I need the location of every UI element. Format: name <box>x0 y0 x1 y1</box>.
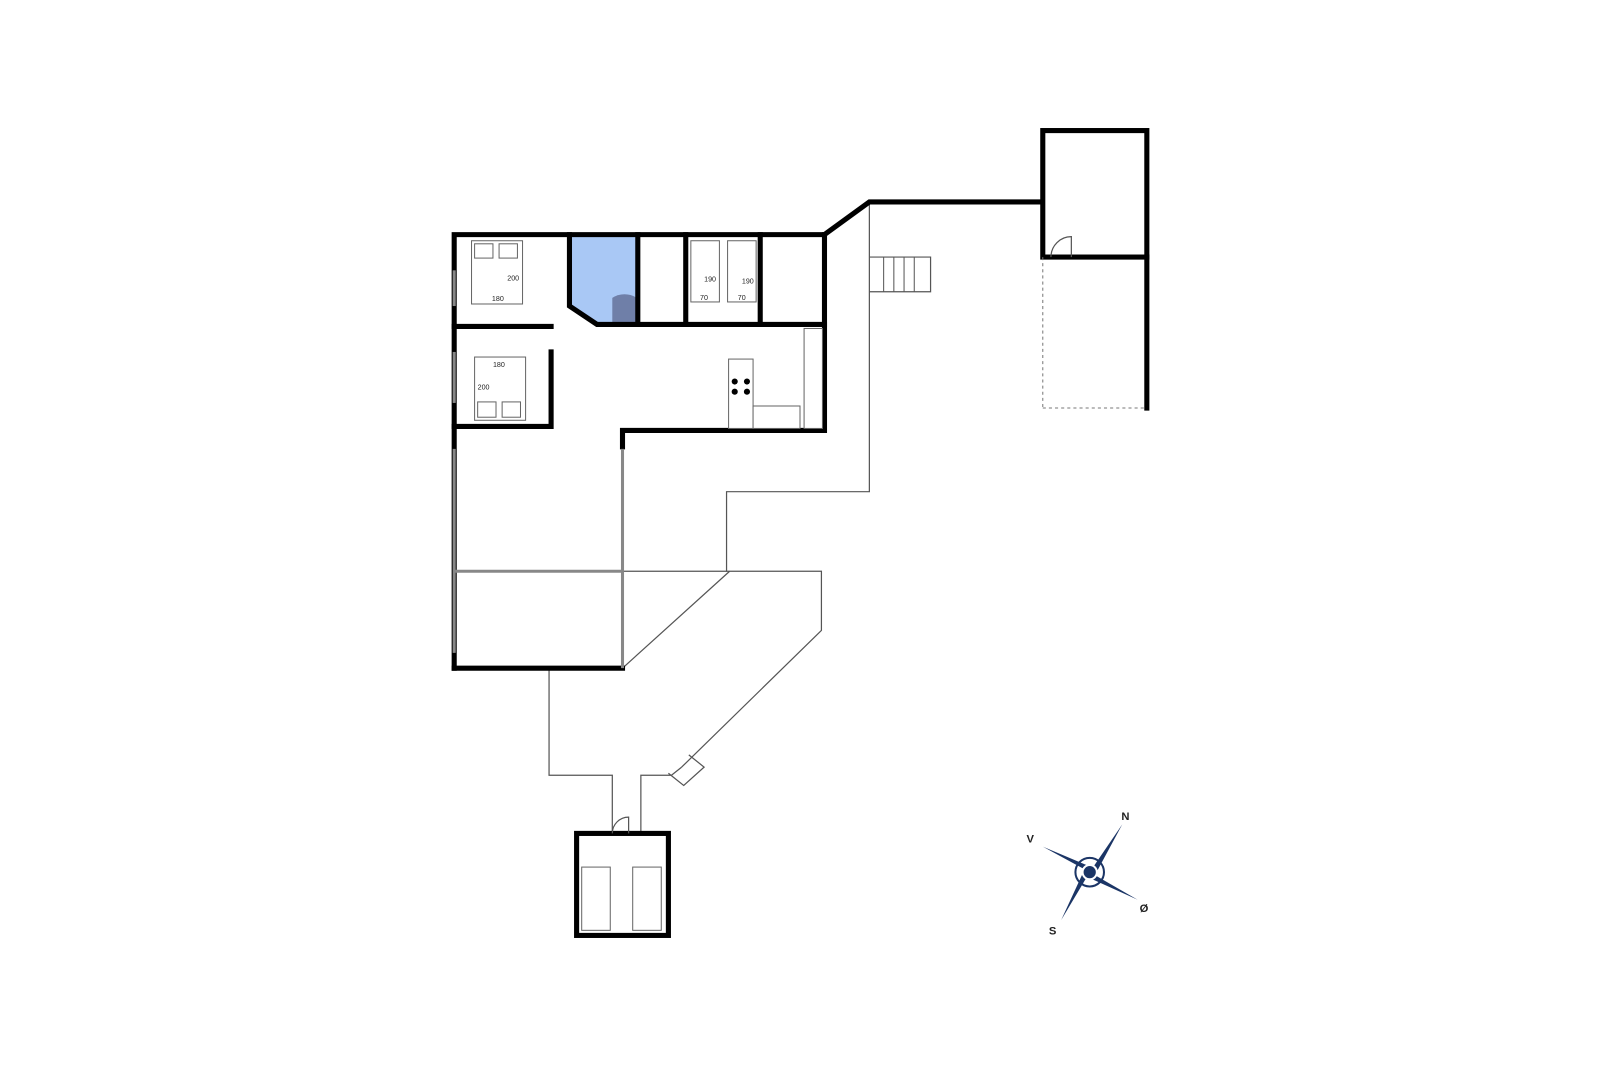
bed-length: 190 <box>742 278 754 286</box>
stairs <box>883 257 915 292</box>
compass-north: N <box>1121 811 1129 823</box>
compass-west: V <box>1026 834 1034 846</box>
bed-master: 200 180 <box>471 240 524 305</box>
walls <box>451 199 1044 671</box>
compass-rose-icon: N Ø S V <box>1026 811 1148 937</box>
compass-south: S <box>1049 925 1057 937</box>
bed-width: 70 <box>738 294 746 302</box>
bed-width: 70 <box>700 294 708 302</box>
compass-east: Ø <box>1140 903 1149 915</box>
kitchen <box>728 327 823 429</box>
bed-width: 180 <box>493 361 505 369</box>
shower <box>612 294 637 325</box>
bed-second: 180 200 <box>474 356 527 421</box>
shed <box>1040 128 1150 411</box>
bed-length: 200 <box>507 275 519 283</box>
bed-single-1: 190 70 <box>690 240 720 303</box>
bed-width: 180 <box>492 295 504 303</box>
bed-single-2: 190 70 <box>727 240 757 303</box>
bed-length: 190 <box>704 276 716 284</box>
bed-length: 200 <box>478 384 490 392</box>
terrace-outline <box>548 201 932 832</box>
annex <box>574 816 671 938</box>
